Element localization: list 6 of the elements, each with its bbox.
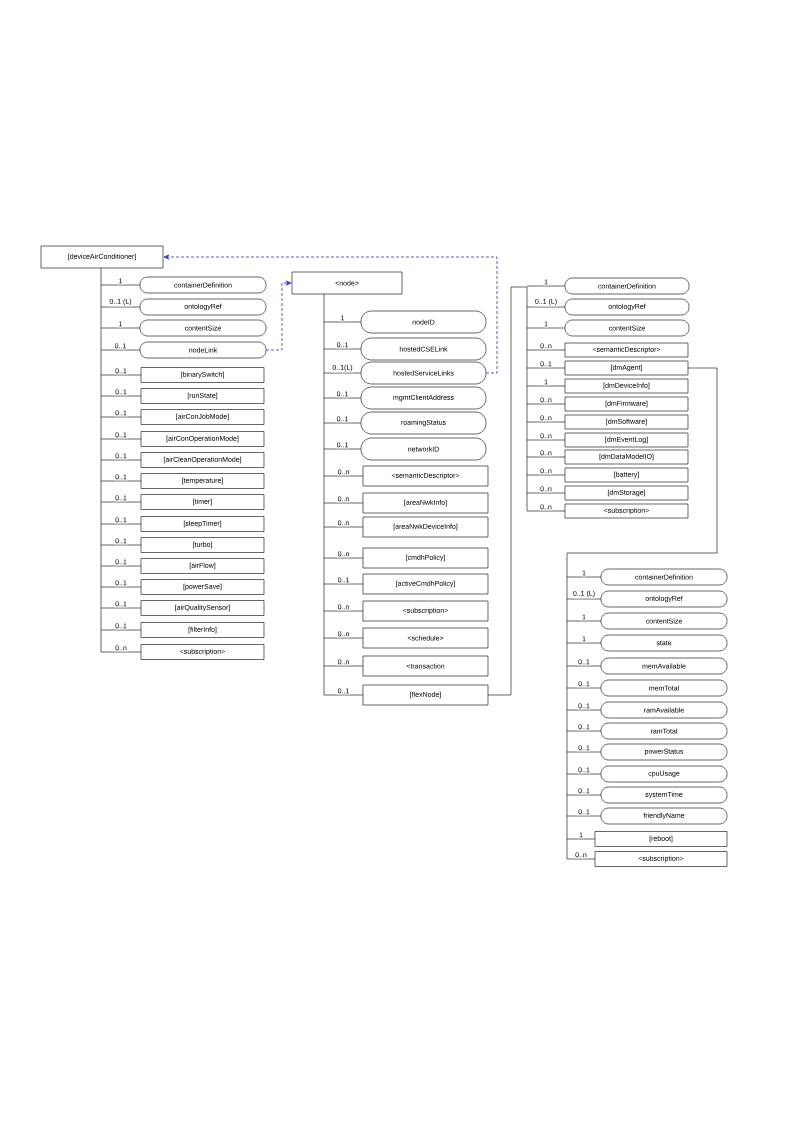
link-arrow [163,254,498,374]
tree-connector [323,293,364,696]
tree-connector [566,367,718,860]
tree-connector [487,285,566,696]
tree-connector [100,267,142,653]
link-arrow [265,280,292,351]
